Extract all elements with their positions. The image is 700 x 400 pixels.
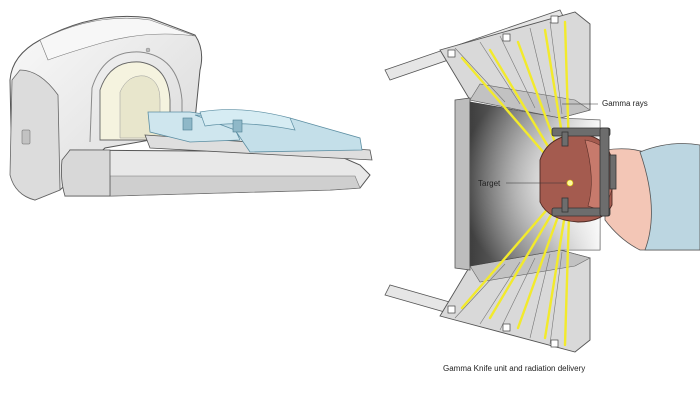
lower-channels bbox=[454, 251, 563, 345]
bolt-icons bbox=[447, 15, 559, 348]
machine-side-panel bbox=[9, 69, 61, 201]
upper-channels bbox=[454, 21, 563, 115]
machine-front-ring bbox=[89, 51, 183, 143]
couch-pedestal bbox=[61, 149, 111, 197]
couch-clip-2 bbox=[232, 119, 243, 133]
target-label: Target bbox=[478, 179, 501, 188]
couch-clip-1 bbox=[182, 117, 193, 131]
back-plate bbox=[454, 97, 471, 271]
gamma-rays-label: Gamma rays bbox=[602, 99, 648, 108]
couch-pad-raised bbox=[199, 109, 296, 131]
gamma-knife-machine-icon bbox=[9, 15, 373, 201]
machine-indicator-light bbox=[145, 47, 151, 53]
stereotactic-frame-icon bbox=[551, 127, 617, 217]
machine-top-band bbox=[39, 17, 196, 61]
figure-caption: Gamma Knife unit and radiation delivery bbox=[443, 364, 586, 373]
patient-gown bbox=[639, 143, 700, 251]
machine-control-slot bbox=[21, 129, 31, 145]
target-point bbox=[566, 179, 574, 187]
